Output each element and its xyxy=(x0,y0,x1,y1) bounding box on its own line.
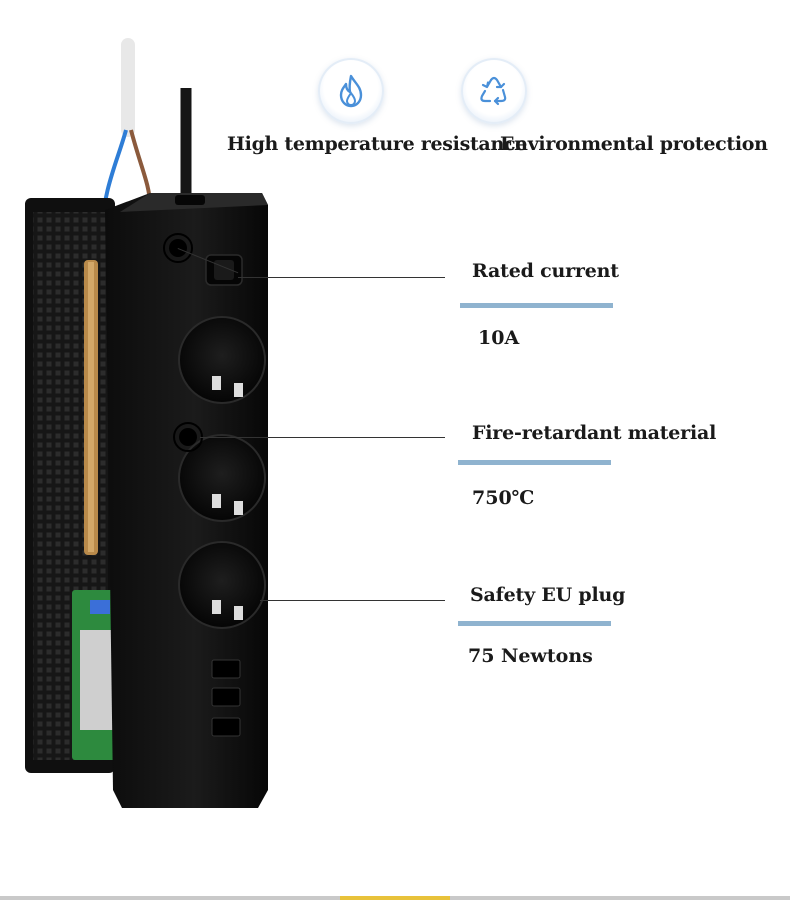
feature-environmental-badge xyxy=(461,58,527,124)
bottom-accent xyxy=(340,896,450,900)
feature-label-environmental: Environmental protection xyxy=(500,133,768,155)
spec-title-fire-retardant: Fire-retardant material xyxy=(472,422,717,444)
feature-high-temp-badge xyxy=(318,58,384,124)
spec-value-eu-plug: 75 Newtons xyxy=(468,645,593,667)
feature-label-high-temp: High temperature resistance xyxy=(227,133,528,155)
spec-value-rated-current: 10A xyxy=(478,327,520,349)
spec-title-rated-current: Rated current xyxy=(472,260,619,282)
leader-line-rated-current-horizontal xyxy=(238,277,445,278)
spec-underline-fire-retardant xyxy=(458,460,611,465)
spec-value-fire-retardant: 750℃ xyxy=(472,487,535,509)
flame-icon xyxy=(339,74,363,108)
leader-line-fire-retardant xyxy=(200,437,445,438)
power-strip-image xyxy=(25,38,268,808)
spec-title-eu-plug: Safety EU plug xyxy=(470,584,626,606)
leader-line-eu-plug xyxy=(260,600,445,601)
spec-underline-rated-current xyxy=(460,303,613,308)
spec-underline-eu-plug xyxy=(458,621,611,626)
recycle-icon xyxy=(480,76,507,106)
